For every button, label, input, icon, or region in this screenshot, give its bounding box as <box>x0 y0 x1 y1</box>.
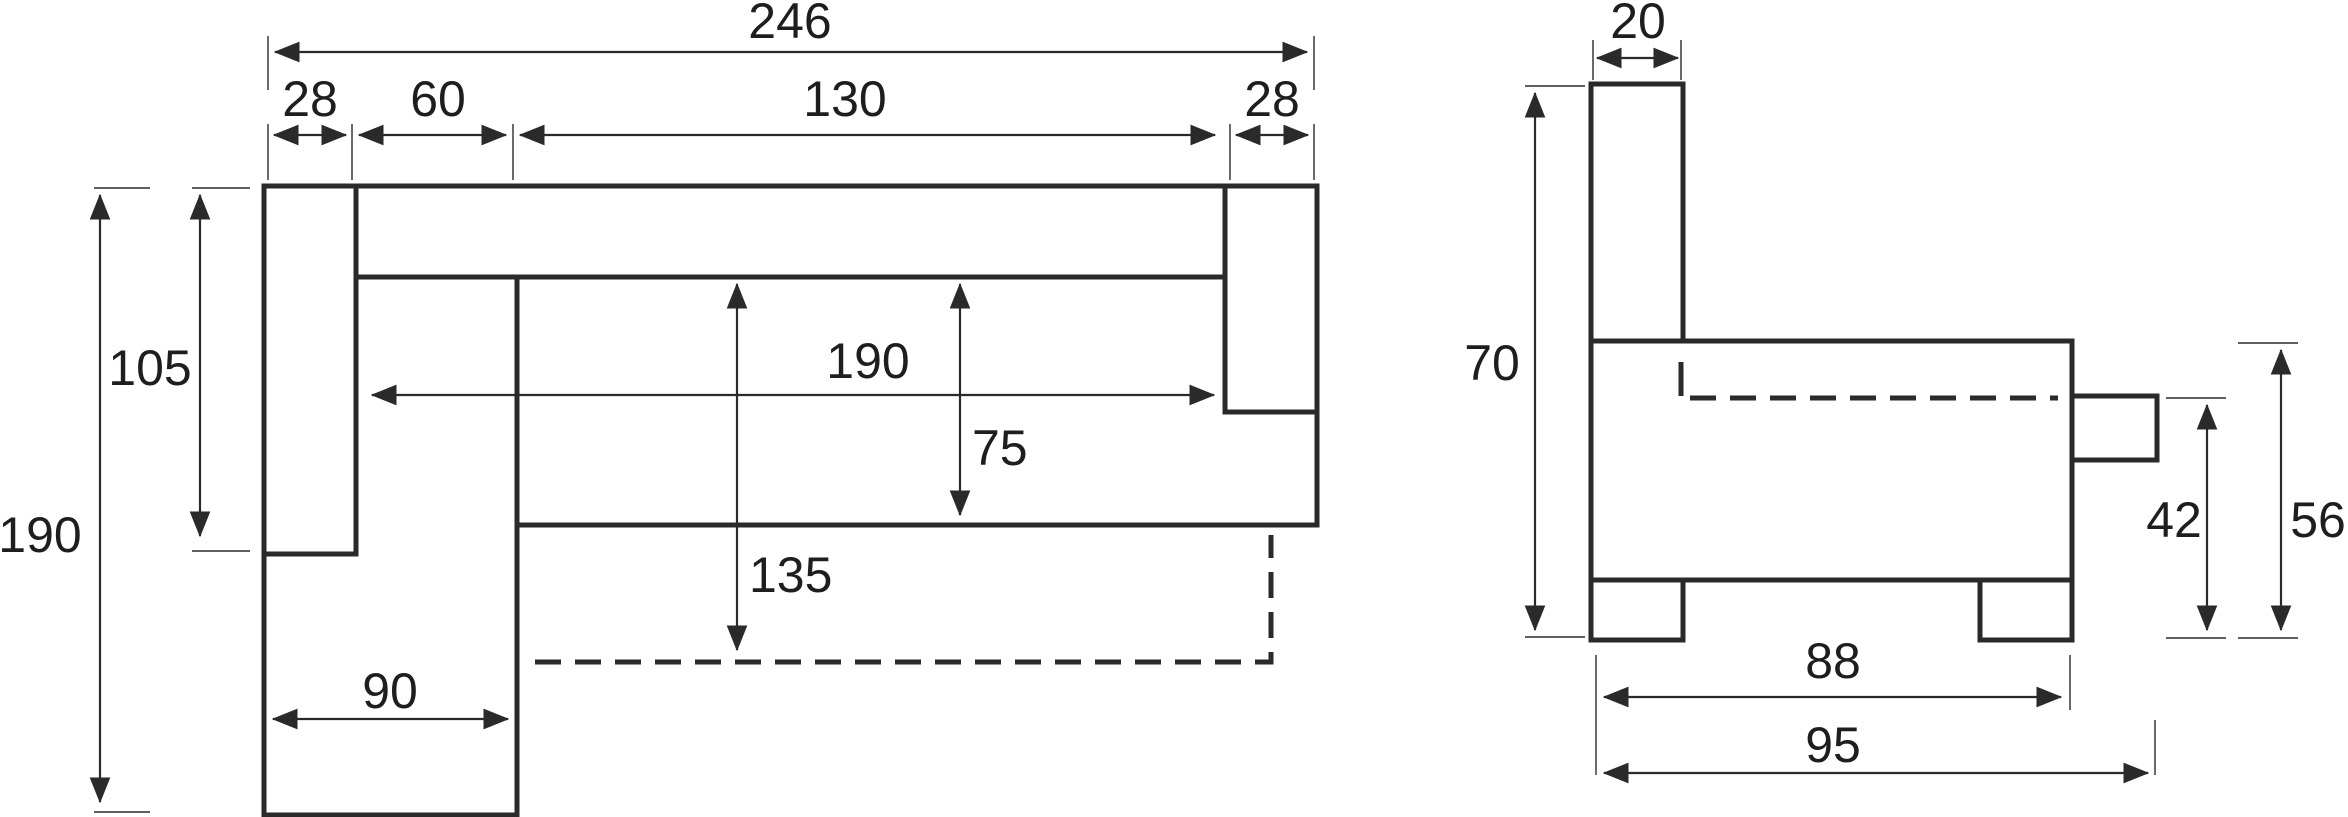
foot-left <box>1588 577 1686 643</box>
side-view: 20 70 88 95 42 56 <box>1464 0 2346 784</box>
top-view: 246 28 60 130 28 190 105 190 75 135 90 <box>0 0 1320 817</box>
sleeping-extension-outline <box>535 535 1274 665</box>
label-total-height: 70 <box>1464 335 1520 391</box>
label-side-seat-depth: 88 <box>1805 633 1861 689</box>
seat-body-profile <box>1588 338 2075 583</box>
label-chaise-width: 90 <box>362 663 418 719</box>
label-seat-left: 60 <box>410 71 466 127</box>
label-backrest-height: 105 <box>108 340 191 396</box>
label-armrest-right: 28 <box>1244 71 1300 127</box>
label-side-total-depth: 95 <box>1805 717 1861 773</box>
label-total-width: 246 <box>748 0 831 49</box>
backrest-block <box>353 183 1228 280</box>
label-seat-depth: 75 <box>972 420 1028 476</box>
label-seat-width-inner: 190 <box>826 333 909 389</box>
front-extension-profile <box>2072 393 2160 463</box>
foot-right <box>1977 577 2075 643</box>
armrest-right-block <box>1222 183 1320 415</box>
sofa-outline <box>261 183 1320 817</box>
label-seat-middle: 130 <box>803 71 886 127</box>
label-seat-height: 56 <box>2290 492 2346 548</box>
armrest-left-block <box>261 183 359 557</box>
label-armrest-left: 28 <box>282 71 338 127</box>
label-sleep-depth: 135 <box>749 547 832 603</box>
label-back-thickness: 20 <box>1610 0 1666 49</box>
label-arm-height: 42 <box>2146 492 2202 548</box>
back-rest-profile <box>1588 81 1686 344</box>
label-total-depth: 190 <box>0 507 82 563</box>
